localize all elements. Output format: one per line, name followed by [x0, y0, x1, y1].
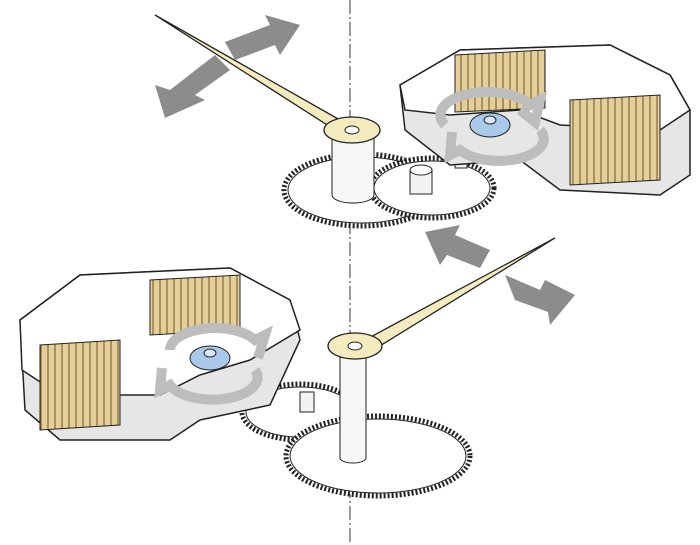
bottom-needle	[327, 237, 556, 360]
pinion-icon	[299, 391, 315, 413]
top-gear-train	[281, 131, 497, 229]
rotation-arrow-icon	[435, 86, 548, 131]
cylinder-icon	[331, 131, 375, 204]
bottom-gear-train	[237, 349, 473, 499]
top-motor	[399, 44, 691, 196]
rotor-icon	[189, 345, 231, 371]
cylinder-icon	[339, 349, 367, 464]
top-double-arrow	[155, 15, 300, 118]
bottom-double-arrow	[425, 225, 575, 325]
bottom-motor	[19, 267, 301, 441]
top-needle	[154, 14, 381, 144]
coil-icon	[569, 94, 661, 186]
rotation-arrow-icon	[444, 126, 549, 166]
double-arrow-icon	[225, 15, 300, 60]
rotation-arrow-icon	[165, 323, 274, 360]
double-arrow-icon	[425, 225, 490, 268]
double-arrow-icon	[505, 275, 575, 325]
coil-icon	[39, 339, 121, 431]
double-arrow-icon	[155, 55, 230, 118]
rotation-arrow-icon	[154, 367, 263, 405]
rotor-icon	[469, 112, 511, 138]
